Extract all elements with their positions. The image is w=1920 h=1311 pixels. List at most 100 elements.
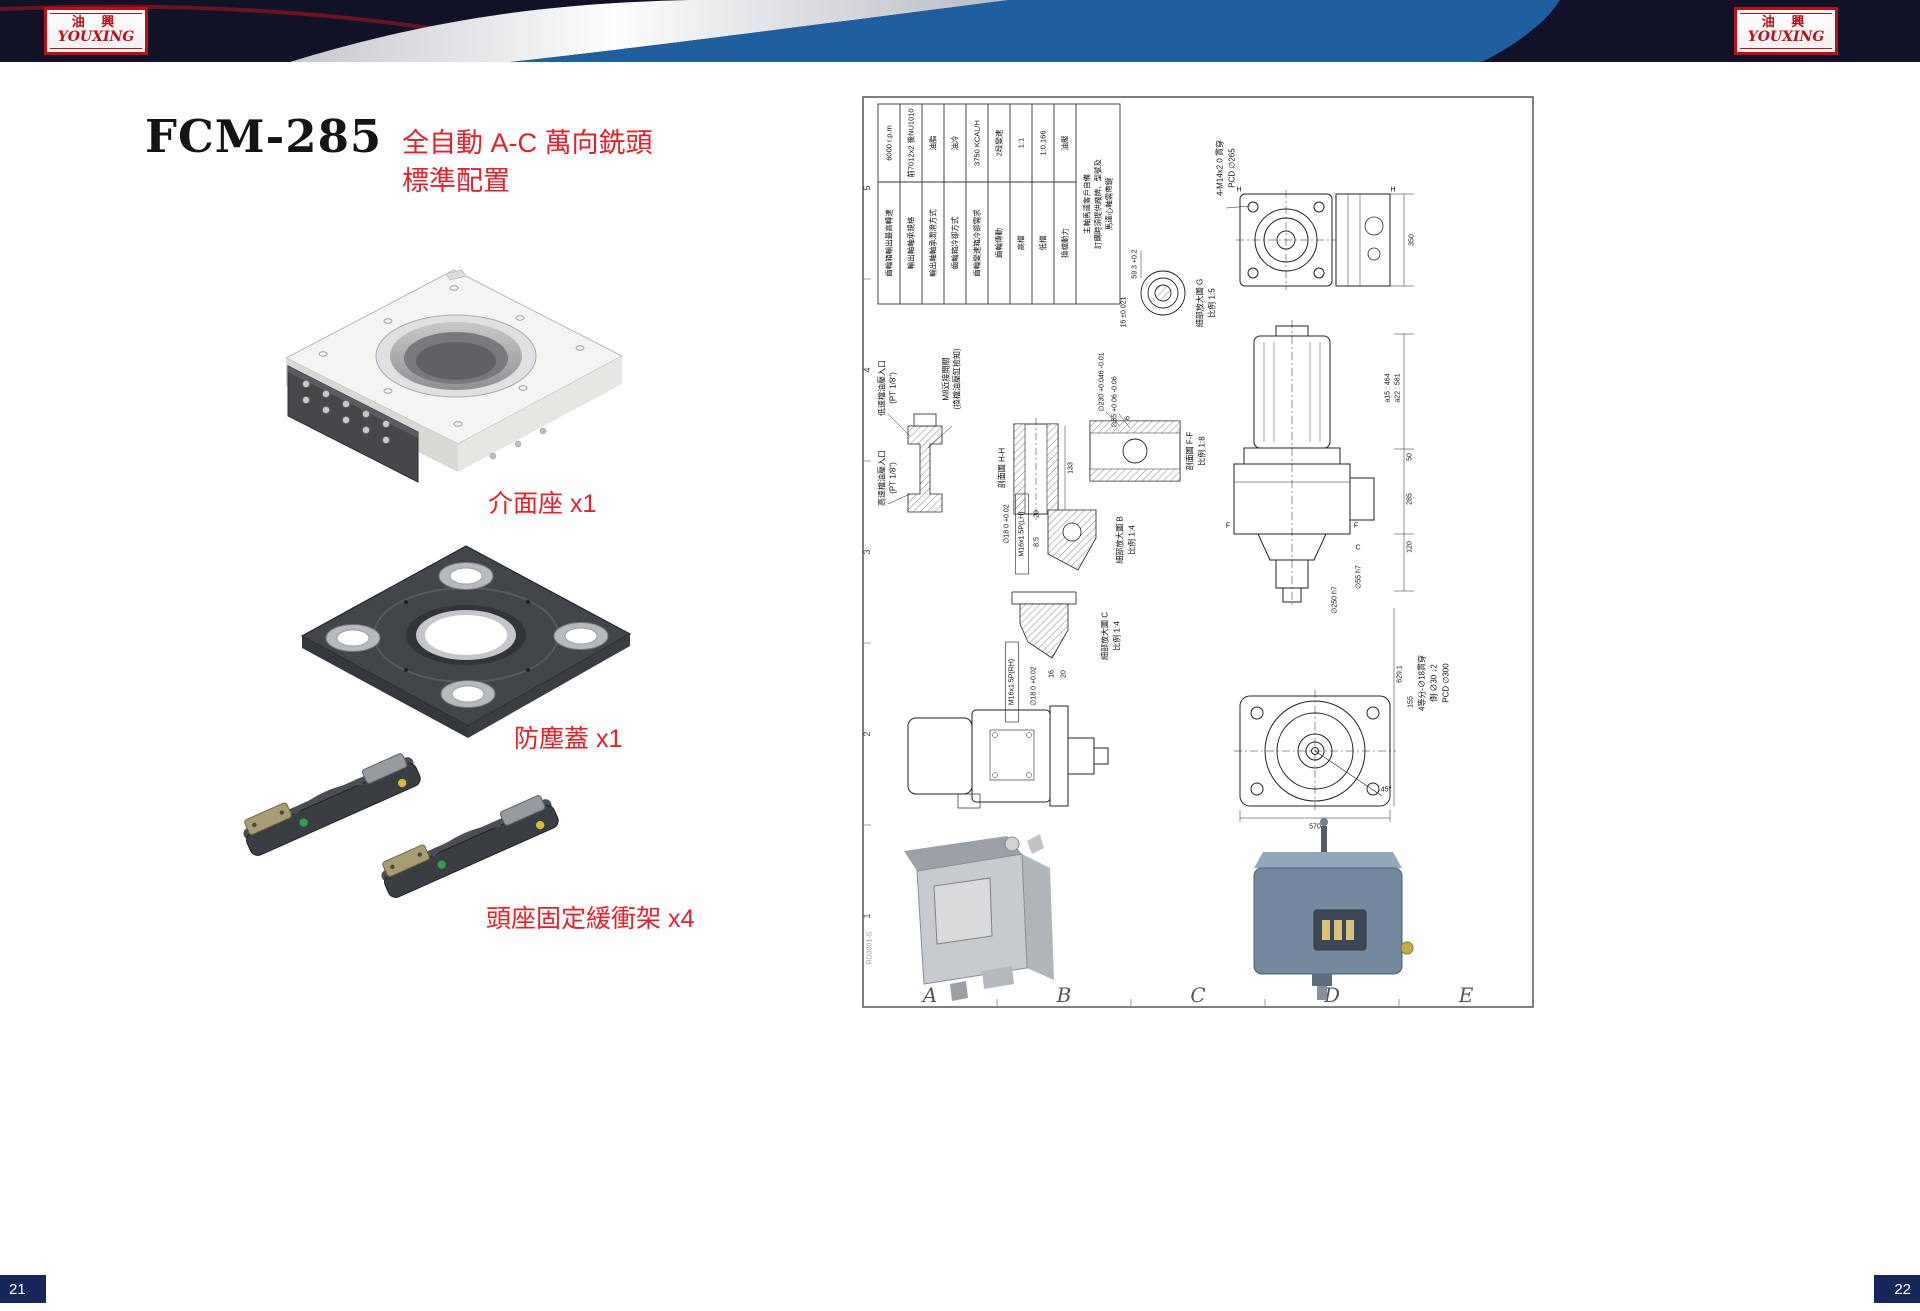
spec-label: 輸出軸軸承規格 bbox=[906, 216, 916, 269]
brand-logo-right: 油 興 YOUXING bbox=[1734, 7, 1838, 55]
dim-20-a: 20 bbox=[1034, 510, 1041, 518]
spec-label: 低檔 bbox=[1038, 235, 1048, 250]
dim-59-3: 59.3 +0.2 bbox=[1132, 249, 1139, 278]
dim-350: 350 bbox=[1409, 234, 1416, 246]
spec-value: 油壓 bbox=[1060, 135, 1070, 150]
ann-four-holes: 4等分-∅18貫穿 bbox=[1417, 655, 1427, 711]
spec-label: 高檔 bbox=[1016, 235, 1026, 250]
view-section-hh bbox=[1013, 418, 1066, 520]
grid-col-a: A bbox=[921, 983, 937, 1007]
bracket-render bbox=[236, 748, 425, 860]
dim-18-a: ∅18 0 +0.02 bbox=[1004, 504, 1011, 543]
dim-55: ∅55 +0.06 -0.06 bbox=[1112, 376, 1119, 428]
spec-value: 6000 r.p.m bbox=[885, 125, 894, 160]
spec-label: 換檔動力 bbox=[1060, 228, 1070, 258]
grid-row-5: 5 bbox=[862, 185, 872, 190]
spec-value: 1:0.166 bbox=[1039, 130, 1048, 155]
dim-8-5: 8.5 bbox=[1034, 537, 1041, 547]
grid-col-e: E bbox=[1458, 983, 1474, 1007]
view-section-ff bbox=[1089, 411, 1181, 482]
ann-detail-b: 細部放大圖 B bbox=[1115, 516, 1125, 564]
ann-bolt-top: 4-M14x2.0 貫穿 bbox=[1215, 140, 1225, 196]
product-render-dust-cover bbox=[296, 542, 636, 747]
annotations-cjk: 4-M14x2.0 貫穿 PCD ∅265 細部放大圖 G 比例 1:5 低速檔… bbox=[877, 140, 1451, 711]
ann-sec-ff: 剖面圖 F-F bbox=[1185, 432, 1195, 471]
spec-value: 2段變速 bbox=[994, 129, 1004, 156]
brand-name-cn: 油 興 bbox=[71, 15, 121, 31]
page-number-left: 21 bbox=[0, 1275, 46, 1303]
dim-a15: a15 : 464 bbox=[1385, 373, 1392, 402]
ann-sec-hh: 剖面圖 H-H bbox=[997, 448, 1007, 489]
dim-16-tol: 16 ±0.021 bbox=[1121, 296, 1128, 327]
drawing-code: RD3001-S bbox=[867, 931, 874, 964]
dim-18-b: ∅18 0 +0.02 bbox=[1031, 666, 1038, 705]
grid-row-4: 4 bbox=[862, 367, 872, 372]
label-h: H bbox=[1390, 187, 1395, 194]
grid-col-labels: A B C D E bbox=[921, 983, 1474, 1007]
dust-cover-art bbox=[300, 545, 632, 738]
spec-label: 齒輪傳動 bbox=[994, 228, 1004, 258]
grid-row-labels: 5 4 3 2 1 bbox=[862, 185, 872, 918]
grid-col-d: D bbox=[1323, 983, 1340, 1007]
dim-6: 6 bbox=[1125, 416, 1132, 420]
spec-note-3: 馬達心軸需帶鍵 bbox=[1104, 177, 1114, 230]
dim-55-h7: ∅55 h7 bbox=[1356, 565, 1363, 589]
dim-285: 285 bbox=[1407, 493, 1414, 505]
spec-label: 齒輪箱輸出最高轉速 bbox=[884, 209, 894, 277]
annotations-dims: 350 H H 59.3 +0.2 16 ±0.021 133 ∅230 +0.… bbox=[1004, 187, 1416, 831]
render-unit-blue bbox=[1253, 818, 1414, 1000]
dim-16-b: 16 bbox=[1049, 670, 1056, 678]
frame-ticks bbox=[863, 278, 1400, 1007]
dim-133: 133 bbox=[1068, 462, 1075, 474]
label-h: H bbox=[1236, 187, 1241, 194]
ann-detail-c-scale: 比例 1:4 bbox=[1112, 621, 1122, 651]
view-top-flange bbox=[1225, 190, 1414, 290]
page-subtitle: 全自動 A-C 萬向銑頭 標準配置 bbox=[402, 124, 653, 200]
spec-label: 齒輪箱冷卻方式 bbox=[950, 216, 960, 269]
caption-dust-cover: 防塵蓋 x1 bbox=[514, 725, 623, 753]
grid-row-2: 2 bbox=[862, 731, 872, 736]
product-render-buffer-brackets bbox=[232, 748, 582, 923]
ann-side-hole: 側 ∅30 ↓2 bbox=[1429, 664, 1439, 702]
brand-logo-frame: 油 興 YOUXING bbox=[1739, 13, 1833, 49]
ann-detail-g: 細部放大圖 G bbox=[1195, 279, 1205, 327]
spec-value: 前7012x2 後NU1010 bbox=[906, 108, 916, 177]
ann-m8-note: (換檔油壓缸檢知) bbox=[952, 348, 962, 410]
label-m16-rh: M16x1.5P(RH) bbox=[1009, 659, 1016, 705]
ann-low-oil-pt: (PT 1/8") bbox=[889, 372, 898, 404]
render-unit-grey bbox=[904, 834, 1054, 1001]
spec-label: 輸出軸軸承潤滑方式 bbox=[928, 209, 938, 277]
dim-230: ∅230 +0.046 -0.01 bbox=[1099, 352, 1106, 411]
spec-note-1: 主軸馬達客戶自備 bbox=[1082, 174, 1092, 234]
brand-name-cn: 油 興 bbox=[1761, 15, 1811, 31]
label-c: C bbox=[1355, 545, 1360, 552]
ann-high-oil: 高速檔油壓入口 bbox=[877, 450, 887, 506]
ann-detail-g-scale: 比例 1:5 bbox=[1207, 288, 1217, 318]
view-detail-g bbox=[1140, 251, 1186, 316]
drawing-code-text: RD3001-S bbox=[867, 931, 874, 964]
caption-buffer-brackets: 頭座固定緩衝架 x4 bbox=[486, 905, 695, 933]
ann-detail-b-scale: 比例 1:4 bbox=[1127, 525, 1137, 555]
spec-value: 油冷 bbox=[950, 135, 960, 150]
dim-120: 120 bbox=[1407, 541, 1414, 553]
view-side-unit bbox=[907, 705, 1109, 809]
view-front-main bbox=[1234, 608, 1396, 822]
view-oil-ports bbox=[887, 413, 953, 513]
ann-sec-ff-scale: 比例 1:8 bbox=[1197, 436, 1207, 466]
bracket-render bbox=[374, 788, 563, 902]
spec-value: 3750 KCAL/H bbox=[973, 120, 982, 166]
spec-table-text: 6000 r.p.m 齒輪箱輸出最高轉速 前7012x2 後NU1010 輸出軸… bbox=[884, 108, 1114, 276]
grid-col-c: C bbox=[1190, 983, 1205, 1007]
dim-45deg: 45° bbox=[1381, 786, 1392, 794]
brand-logo-frame: 油 興 YOUXING bbox=[49, 13, 143, 49]
product-render-interface-seat bbox=[268, 266, 628, 501]
drawing-sheet: 5 4 3 2 1 A B C D E bbox=[862, 96, 1534, 1008]
dim-50: 50 bbox=[1407, 453, 1414, 461]
dim-570: 570 bbox=[1309, 824, 1321, 831]
dim-155: 155 bbox=[1408, 696, 1415, 708]
page-number-right: 22 bbox=[1874, 1275, 1920, 1303]
caption-interface-seat: 介面座 x1 bbox=[488, 490, 597, 518]
spec-value: 1:1 bbox=[1017, 138, 1026, 148]
dim-629-1: 629.1 bbox=[1397, 665, 1404, 683]
